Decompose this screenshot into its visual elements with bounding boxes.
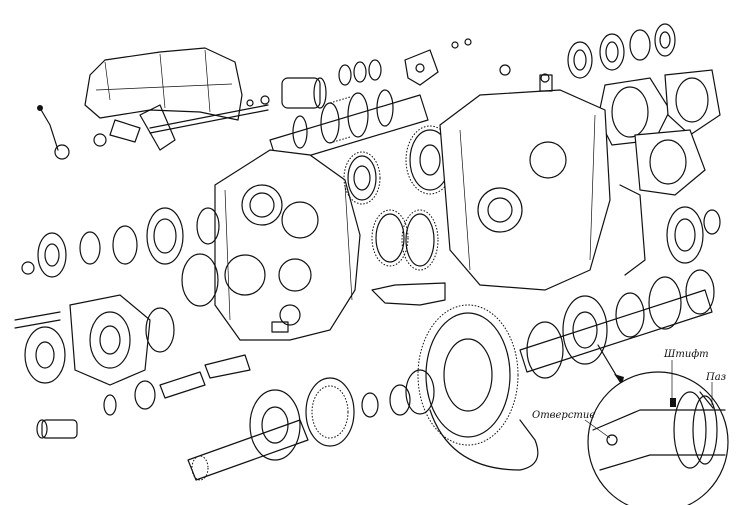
rear-housing <box>439 74 611 291</box>
large-gear <box>389 304 539 471</box>
front-housing <box>214 149 361 341</box>
shift-rod-assembly <box>37 104 269 160</box>
right-flange-housings <box>597 69 721 276</box>
top-right-bearings <box>499 23 676 83</box>
center-gears <box>343 125 455 271</box>
lower-left-shaft <box>36 354 251 439</box>
right-hub <box>666 206 721 264</box>
detail-inset <box>587 371 729 505</box>
top-sleeve <box>246 77 327 109</box>
right-clutch-assembly <box>519 269 715 379</box>
detail-pointer-arrow <box>597 344 624 386</box>
half-shell-cover <box>371 282 446 306</box>
input-shaft <box>269 59 429 166</box>
lower-left-housing <box>14 294 175 386</box>
callout-pin: Штифт <box>663 349 709 360</box>
callout-hole: Отверстие <box>532 410 595 421</box>
callout-leaders <box>584 360 713 439</box>
top-cover <box>84 47 243 121</box>
output-shaft <box>187 377 379 481</box>
bracket-plate <box>404 38 472 86</box>
left-bearings <box>21 207 220 307</box>
callout-groove: Паз <box>705 372 726 383</box>
